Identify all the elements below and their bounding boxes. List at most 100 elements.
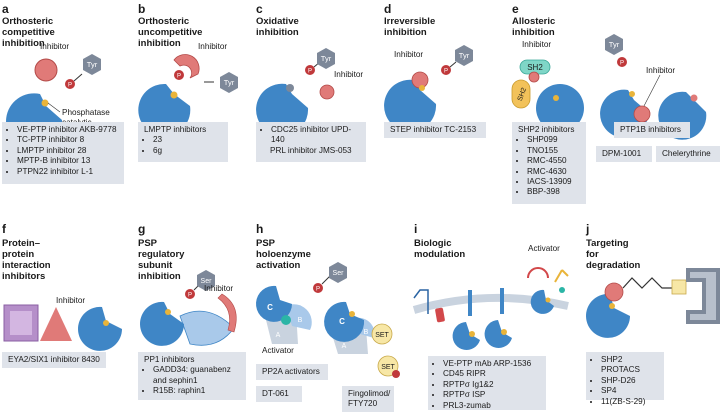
list-item: GADD34: guanabenz [153,365,240,375]
list-item: MPTP-B inhibitor 13 [17,156,118,166]
inhibitor-label: Inhibitor [198,42,228,51]
activator-molecule [559,287,565,293]
tyr-label: Tyr [87,60,98,69]
phosphate-group [185,289,195,299]
inhibitor-label: Inhibitor [646,66,676,75]
panel-letter: d [384,2,392,16]
list-item: CDC25 inhibitor UPD-140 [271,125,360,146]
box-line: FTY720 [348,399,378,409]
catalytic-site [501,329,507,335]
activator-label: Activator [262,346,294,355]
chelerythrine-box: Chelerythrine [656,146,720,162]
subunit-label: B [364,329,369,336]
list-item: PRL3-zumab [443,401,540,411]
subunit-label: C [339,317,345,326]
phosphate-group [65,79,75,89]
p-label: P [188,293,192,299]
panel-letter: c [256,2,263,16]
activator-molecule [281,315,291,325]
p-label: P [620,61,624,67]
panel-letter: g [138,222,146,236]
list-item: RPTPσ ISP [443,390,540,400]
panel-h-illustration: A B C P Ser A B C SET SET [256,262,400,378]
panel-title: Orthosteric uncompetitive inhibition [138,16,202,49]
inhibitor-label: Inhibitor [40,42,70,51]
catalytic-site [553,95,559,101]
catalytic-site [609,303,615,309]
catalytic-site [170,91,178,99]
set-label: SET [375,332,389,339]
shp2-inhibitor-box: SHP2 inhibitors SHP099 TNO155 RMC-4550 R… [512,122,586,204]
panel-title: PSP regulatory subunit inhibition [138,238,184,282]
sh2-domain-b [511,79,531,109]
list-item: BBP-398 [527,187,580,197]
inhibitor-triangle [40,307,72,341]
inhibitor-list-box: CDC25 inhibitor UPD-140 PRL inhibitor JM… [256,122,366,162]
catalytic-site [545,297,551,303]
tyr-label: Tyr [224,78,235,87]
catalytic-c [256,285,292,322]
list-item: RPTPσ Ig1&2 [443,380,540,390]
list-item: 6g [153,146,222,156]
list-item: PTPN22 inhibitor L-1 [17,167,118,177]
ser-hexagon [197,270,215,291]
catalytic-site [103,320,109,326]
biologic-list-box: VE-PTP mAb ARP-1536 CD45 RIPR RPTPσ Ig1&… [428,356,546,410]
p-label: P [68,83,72,89]
title-line: PSP regulatory [138,238,185,260]
panel-g-illustration: P Ser [140,270,237,346]
subunit-label: A [276,332,281,339]
regulatory-subunit [179,310,235,346]
cell-membrane [412,293,569,314]
inhibitor-molecule [34,58,58,82]
set-protein [371,323,393,345]
tyr-hexagon [605,34,623,55]
title-line: activation [256,260,301,271]
list-item: SHP-D26 [601,376,658,386]
box-title: SHP2 inhibitors [518,125,575,134]
subunit-b [286,304,312,330]
panel-letter: b [138,2,146,16]
subunit-label: C [267,303,273,312]
panel-j-illustration [586,268,720,338]
title-line: uncompetitive [138,27,203,38]
phosphate-group [617,57,627,67]
panel-title: Irreversible inhibition [384,16,436,38]
panel-letter: a [2,2,9,16]
catalytic-site [419,85,425,91]
list-item: VE-PTP inhibitor AKB-9778 [17,125,118,135]
set-label: SET [381,364,395,371]
tyr-label: Tyr [321,54,332,63]
title-line: Orthosteric [138,16,190,27]
box-line: Fingolimod/ [348,389,391,398]
ser-hexagon [329,262,347,283]
inhibitor-molecule [319,84,335,100]
list-item: TNO155 [527,146,580,156]
title-line: Orthosteric competitive [2,16,55,38]
oxidized-site [286,84,294,92]
p-label: P [316,287,320,293]
catalytic-site [41,99,49,107]
sh2-label: SH2 [517,87,528,102]
phosphate-group [313,283,323,293]
subunit-label: A [342,343,347,350]
phosphate-group [305,65,315,75]
panel-title: Orthosteric competitive inhibition [2,16,55,49]
subunit-label: B [298,317,303,324]
p-label: P [444,69,448,75]
catalytic-site [165,309,171,315]
list-item: and sephin1 [153,375,198,385]
tyr-label: Tyr [609,40,620,49]
list-item: CD45 RIPR [443,369,540,379]
panel-title: Allosteric inhibition [512,16,556,38]
list-item: VE-PTP mAb ARP-1536 [443,359,540,369]
panel-title: Biologic modulation [414,238,466,260]
panel-d-illustration: P Tyr [384,45,473,132]
ser-label: Ser [201,278,213,285]
inhibitor-label: Inhibitor [204,284,234,293]
receptor-phosphatase [484,320,512,348]
inhibitor-box: EYA2/SIX1 inhibitor 8430 [2,352,106,368]
domain-label-line: Phosphatase [62,108,110,117]
inhibitor-molecule [633,105,651,123]
inhibitor-list-box: VE-PTP inhibitor AKB-9778 TC-PTP inhibit… [2,122,124,184]
